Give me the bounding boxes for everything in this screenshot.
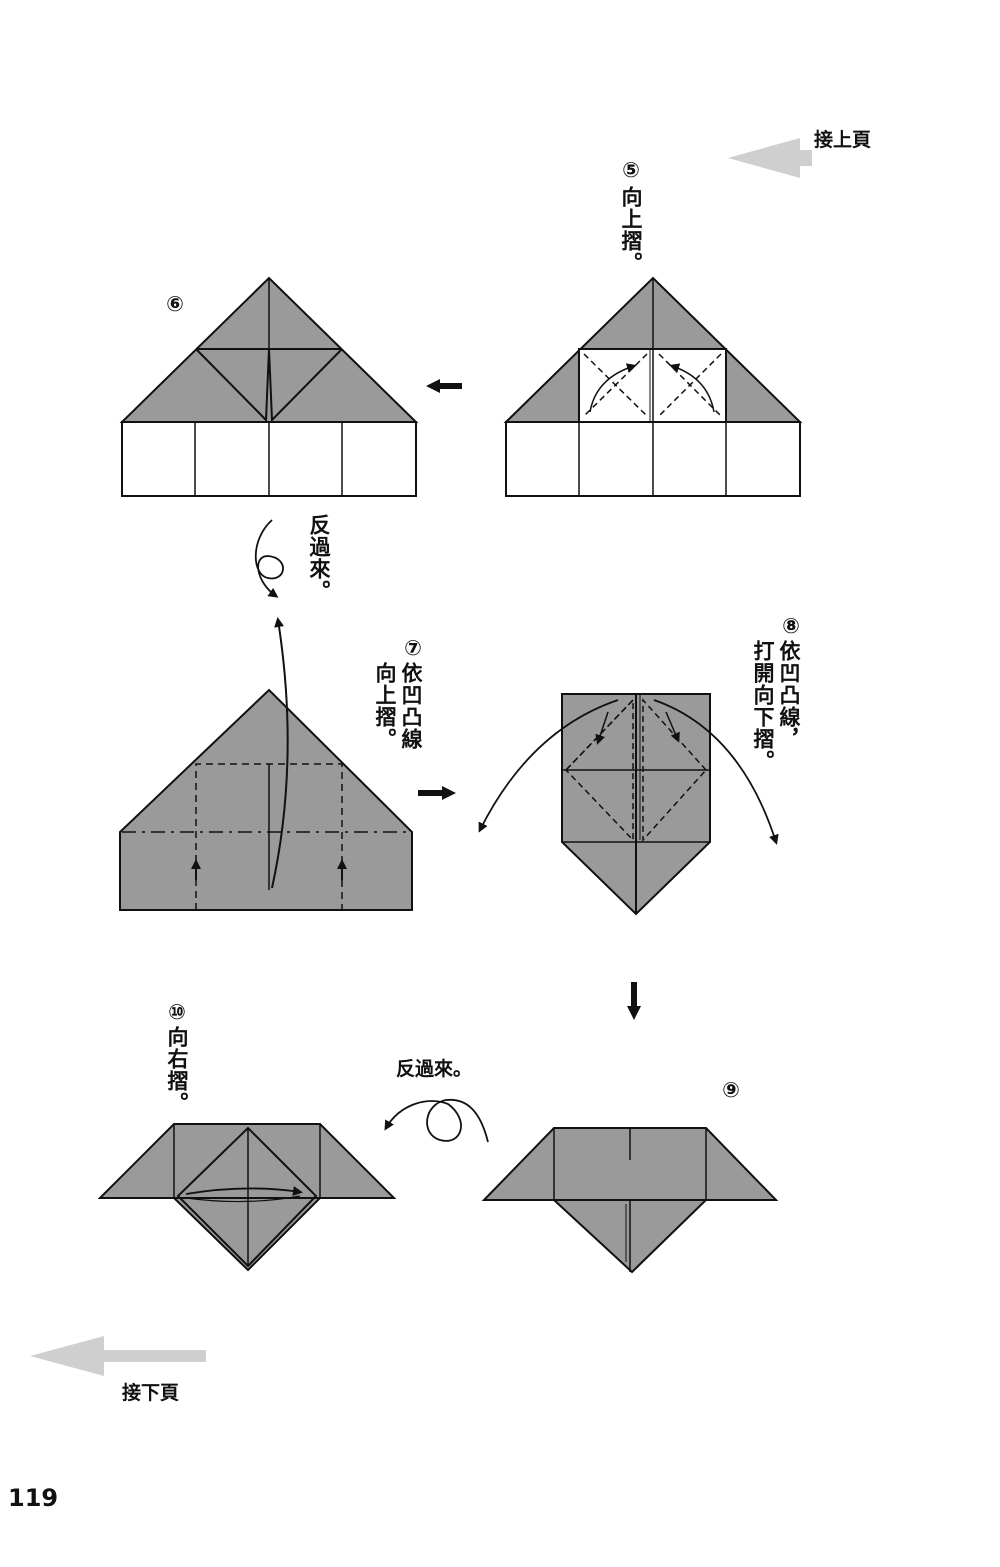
arrow-to-step8 — [418, 786, 456, 800]
prev-page-arrow — [728, 138, 812, 178]
arrow-to-step6 — [426, 379, 462, 393]
step8-figure — [478, 693, 779, 916]
next-page-arrow — [30, 1336, 206, 1376]
flip-arrow-1 — [254, 519, 284, 598]
page-number: 119 — [8, 1484, 59, 1512]
step8-number: ⑧ — [779, 614, 803, 639]
flip2-instruction: 反過來。 — [396, 1058, 473, 1080]
prev-page-label: 接上頁 — [814, 129, 872, 151]
step9-number: ⑨ — [719, 1078, 743, 1103]
step7-figure — [119, 617, 413, 911]
step7-number: ⑦ — [401, 636, 425, 661]
step6-number: ⑥ — [163, 292, 187, 317]
flip-arrow-2 — [384, 1098, 489, 1143]
step5-instruction: 向上摺。 — [619, 186, 643, 274]
step10-figure — [97, 1123, 397, 1272]
step10-number: ⑩ — [165, 1000, 189, 1025]
step5-number: ⑤ — [619, 158, 643, 183]
next-page-label: 接下頁 — [122, 1382, 180, 1404]
step6-figure — [119, 276, 419, 497]
step10-instruction: 向右摺。 — [165, 1026, 189, 1114]
flip1-instruction: 反過來。 — [307, 514, 331, 602]
step9-figure — [481, 1127, 779, 1274]
step7-instruction: 依凹凸線 向上摺。 — [373, 662, 423, 750]
arrow-to-step9 — [627, 982, 641, 1020]
step5-figure — [503, 276, 803, 497]
step8-instruction: 依凹凸線， 打開向下摺。 — [751, 640, 801, 772]
